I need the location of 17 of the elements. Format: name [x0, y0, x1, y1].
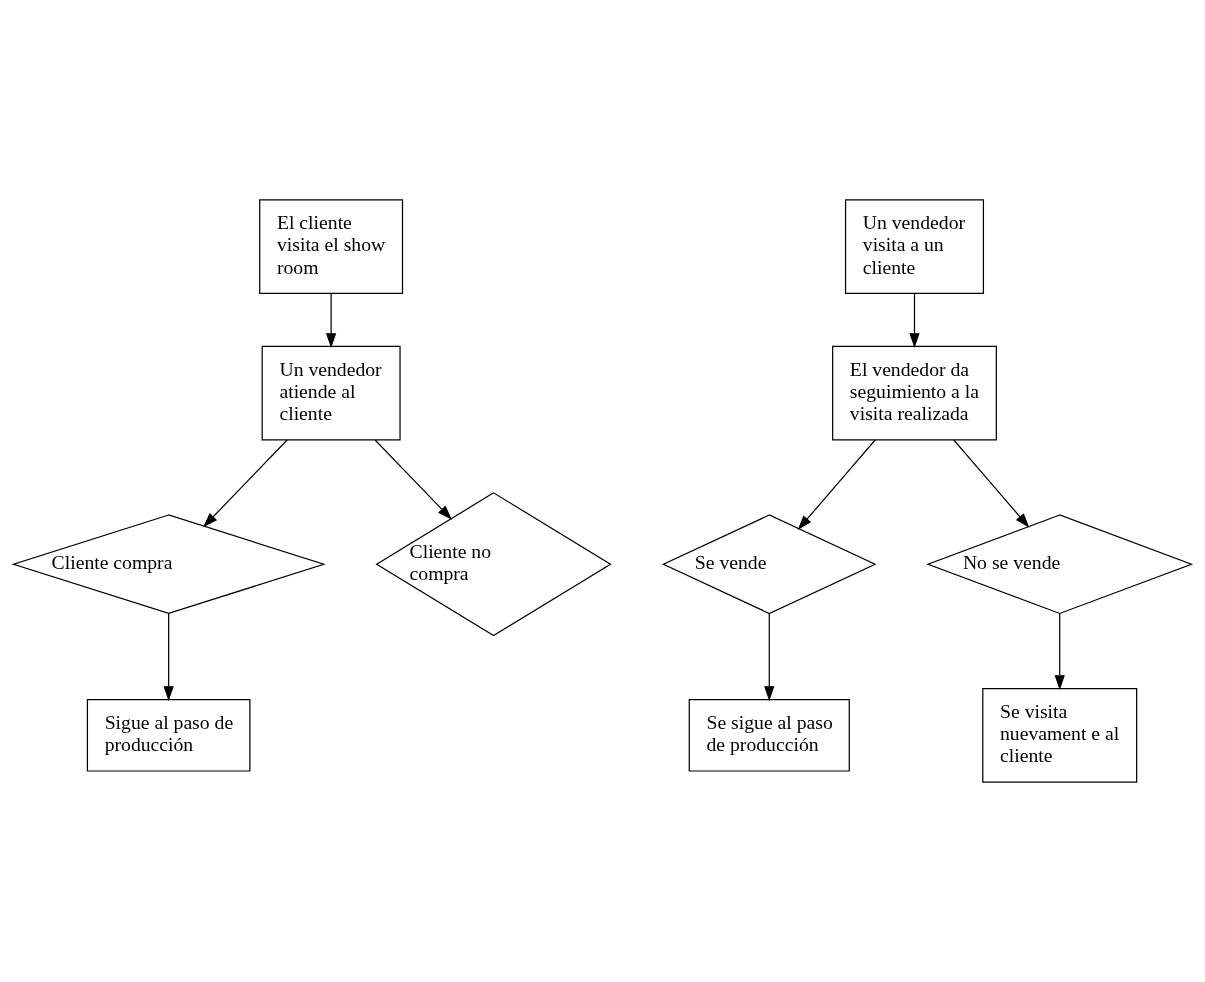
arrow	[909, 292, 920, 348]
node-box: El vendedor da seguimiento a la visita realizada	[832, 345, 997, 441]
arrow	[374, 439, 452, 520]
arrow	[1054, 613, 1065, 690]
node-box: Un vendedor atiende al cliente	[261, 345, 401, 441]
arrow	[203, 439, 288, 528]
arrow	[953, 439, 1030, 528]
node-box: Un vendedor visita a un cliente	[844, 199, 985, 295]
node-diamond: Cliente no compra	[375, 492, 612, 637]
node-box: El cliente visita el show room	[259, 199, 404, 295]
arrow	[325, 292, 337, 349]
arrow	[764, 613, 775, 701]
arrow	[797, 439, 876, 530]
node-box: Sigue al paso de producción	[86, 699, 251, 772]
node-box: Se sigue al paso de producción	[688, 699, 850, 772]
node-box: Se visita nuevament e al cliente	[982, 687, 1138, 783]
arrow	[163, 613, 174, 701]
